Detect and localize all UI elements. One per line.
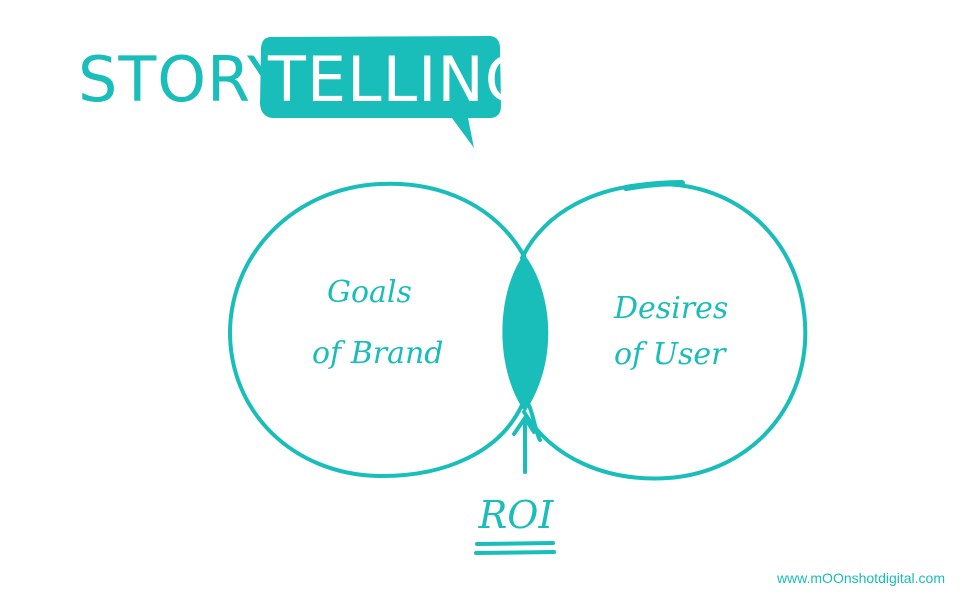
left-circle-label: Goals of Brand bbox=[312, 275, 444, 371]
intersection-lens bbox=[502, 254, 549, 412]
roi-label: ROI bbox=[478, 493, 555, 537]
up-arrow-icon bbox=[512, 414, 536, 474]
right-circle bbox=[520, 181, 808, 481]
title-highlight: TELLING bbox=[267, 43, 534, 116]
footer-url: www.mOOnshotdigital.com bbox=[776, 570, 945, 586]
right-circle-stroke-end bbox=[623, 180, 685, 191]
left-label-line1: Goals bbox=[327, 275, 412, 310]
left-circle bbox=[227, 181, 526, 479]
title-plain: STORY bbox=[78, 43, 286, 116]
roi-underline bbox=[474, 541, 556, 555]
title: STORY TELLING bbox=[78, 36, 534, 148]
left-label-line2: of Brand bbox=[312, 336, 444, 371]
right-label-line2: of User bbox=[614, 337, 727, 372]
speech-bubble-icon bbox=[260, 36, 501, 148]
right-label-line1: Desires bbox=[613, 291, 728, 326]
right-circle-label: Desires of User bbox=[613, 291, 728, 372]
